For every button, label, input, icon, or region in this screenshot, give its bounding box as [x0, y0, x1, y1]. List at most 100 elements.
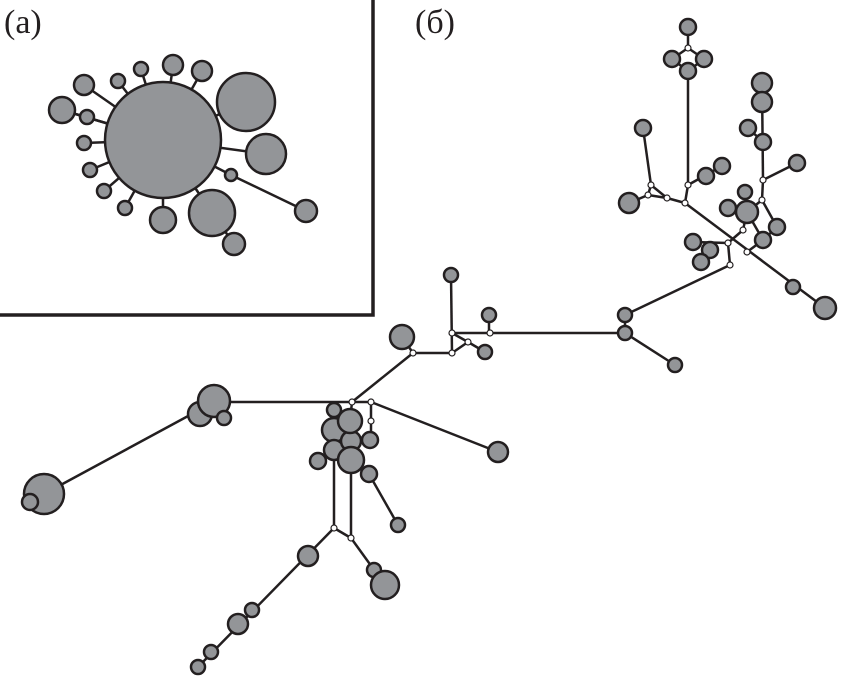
haplotype-node: [784, 278, 802, 296]
haplotype-node: [617, 191, 641, 215]
haplotype-node: [750, 90, 774, 114]
median-vector: [330, 524, 338, 532]
network-edge: [351, 352, 414, 403]
median-vector: [758, 196, 766, 204]
haplotype-node: [787, 153, 807, 173]
haplotype-node: [486, 440, 510, 464]
network-edge: [646, 184, 672, 200]
haplotype-node: [666, 356, 684, 374]
haplotype-node: [678, 17, 698, 37]
network-edge: [370, 400, 499, 454]
network-edge: [367, 473, 400, 526]
haplotype-node: [738, 118, 758, 138]
median-vector: [743, 248, 751, 256]
haplotype-node: [78, 108, 96, 126]
haplotype-node: [388, 323, 416, 351]
haplotype-node: [187, 188, 237, 238]
median-vector: [347, 534, 355, 542]
median-vector: [724, 239, 732, 247]
haplotype-node: [336, 407, 364, 435]
median-vector: [684, 44, 692, 52]
median-vector: [726, 261, 734, 269]
haplotype-node: [72, 73, 96, 97]
haplotype-node: [696, 166, 716, 186]
haplotype-node: [678, 61, 698, 81]
central-haplotype-node: [103, 80, 223, 200]
haplotype-node: [215, 71, 277, 133]
haplotype-node: [132, 60, 150, 78]
network-edge: [726, 242, 732, 266]
haplotype-node: [81, 161, 99, 179]
panel-a-network: [47, 53, 319, 257]
network-edge: [449, 274, 454, 354]
haplotype-node: [480, 306, 498, 324]
haplotype-node: [736, 183, 754, 201]
haplotype-node: [148, 205, 178, 235]
haplotype-node: [359, 464, 379, 484]
haplotype-node: [700, 240, 720, 260]
haplotype-node: [476, 343, 494, 361]
median-vector: [367, 417, 375, 425]
haplotype-node: [734, 199, 760, 225]
network-edge: [624, 263, 731, 317]
haplotype-node: [47, 95, 77, 125]
network-edge: [43, 400, 215, 496]
median-vector: [647, 181, 655, 189]
network-edge: [230, 173, 307, 213]
haplotype-node: [712, 156, 732, 176]
median-vector: [681, 199, 689, 207]
median-vector: [409, 349, 417, 357]
haplotype-node: [389, 516, 407, 534]
haplotype-node: [812, 295, 838, 321]
network-edge: [641, 127, 653, 186]
panel-b-label: (б): [415, 4, 455, 41]
panel-a-frame: [0, 0, 375, 317]
haplotype-node: [243, 601, 261, 619]
haplotype-node: [196, 383, 232, 419]
haplotype-node: [109, 72, 127, 90]
median-vector: [464, 338, 472, 346]
haplotype-node: [226, 612, 250, 636]
median-vector: [739, 226, 747, 234]
haplotype-node: [202, 643, 220, 661]
haplotype-node: [308, 451, 328, 471]
haplotype-node: [189, 658, 207, 676]
network-edge: [684, 202, 826, 309]
median-vector: [448, 329, 456, 337]
haplotype-node: [753, 230, 773, 250]
haplotype-node: [95, 182, 113, 200]
haplotype-node: [20, 492, 40, 512]
haplotype-node: [691, 252, 711, 272]
haplotype-node: [116, 199, 134, 217]
haplotype-node: [753, 132, 773, 152]
haplotype-node: [296, 544, 320, 568]
median-vector: [448, 349, 456, 357]
panel-a-label: (а): [4, 4, 42, 41]
panel-b-network: [20, 17, 838, 676]
haplotype-node: [683, 232, 703, 252]
haplotype-node: [223, 167, 239, 183]
haplotype-node: [633, 118, 653, 138]
haplotype-node: [616, 306, 634, 324]
haplotype-node: [215, 409, 233, 427]
haplotype-node: [360, 430, 380, 450]
haplotype-node: [694, 49, 714, 69]
median-vector: [684, 181, 692, 189]
haplotype-node: [244, 132, 288, 176]
haplotype-node: [616, 324, 634, 342]
haplotype-node: [75, 134, 93, 152]
haplotype-node: [718, 198, 738, 218]
median-vector: [644, 191, 652, 199]
median-vector: [759, 176, 767, 184]
median-vector: [348, 398, 356, 406]
haplotype-node: [767, 217, 787, 237]
network-edge: [624, 331, 676, 367]
haplotype-node: [190, 59, 214, 83]
haplotype-node: [336, 445, 366, 475]
haplotype-node: [161, 53, 185, 77]
median-vector: [367, 398, 375, 406]
haplotype-node: [662, 49, 682, 69]
haplotype-node: [750, 71, 774, 95]
